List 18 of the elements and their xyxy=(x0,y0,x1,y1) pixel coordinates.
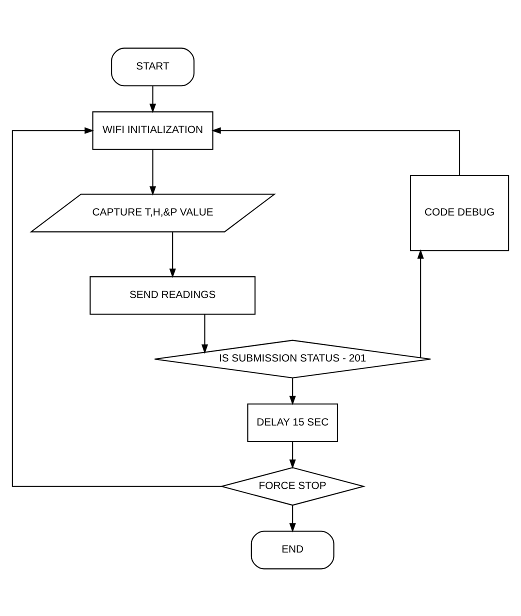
arrow xyxy=(211,126,460,175)
node-diamond: IS SUBMISSION STATUS - 201 xyxy=(154,339,432,378)
arrow xyxy=(289,505,296,532)
arrow xyxy=(289,441,296,468)
arrow xyxy=(289,378,296,405)
node-box: START xyxy=(111,47,195,86)
node-diamond: FORCE STOP xyxy=(220,466,366,506)
node-box: SEND READINGS xyxy=(90,276,256,314)
arrow xyxy=(12,126,222,486)
arrow xyxy=(149,86,156,113)
arrow xyxy=(201,314,208,354)
node-box: END xyxy=(250,530,334,569)
arrow xyxy=(149,149,156,196)
node-box: CODE DEBUG xyxy=(410,174,510,251)
arrow xyxy=(417,248,424,357)
node-box: DELAY 15 SEC xyxy=(247,402,338,442)
arrow xyxy=(169,232,176,278)
node-box: WIFI INITIALIZATION xyxy=(92,110,214,150)
